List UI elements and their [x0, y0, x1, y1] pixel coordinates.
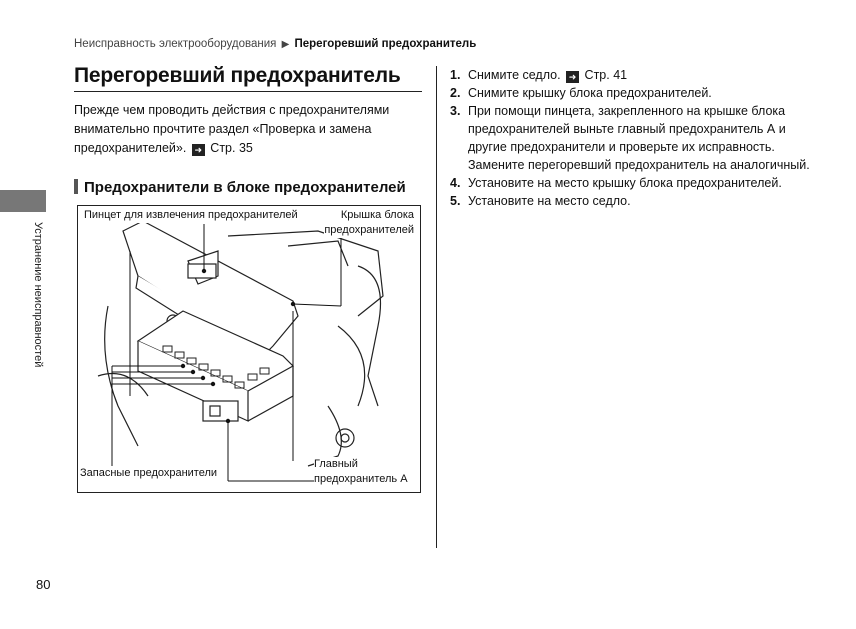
step-text: Снимите седло.	[468, 68, 561, 82]
breadcrumb-current: Перегоревший предохранитель	[294, 38, 477, 50]
fuse-box-illustration: Пинцет для извлечения предохранителей Кр…	[77, 205, 421, 493]
intro-page-ref[interactable]: Стр. 35	[210, 141, 253, 155]
label-cover-line1: Крышка блока	[340, 208, 414, 223]
page-reference-arrow-icon: ➜	[566, 71, 580, 83]
step-number: 4.	[450, 176, 461, 190]
label-tweezers: Пинцет для извлечения предохранителей	[84, 208, 298, 223]
chapter-side-label: Устранение неисправностей	[32, 222, 44, 368]
step-text: Установите на место седло.	[468, 194, 631, 208]
step-item: 5. Установите на место седло.	[450, 192, 810, 210]
step-item: 2. Снимите крышку блока предохранителей.	[450, 84, 810, 102]
section-heading: Предохранители в блоке предохранителей	[74, 179, 406, 196]
page-number: 80	[36, 577, 51, 592]
triangle-right-icon: ▶	[281, 39, 290, 50]
section-heading-text: Предохранители в блоке предохранителей	[84, 179, 406, 196]
step-number: 1.	[450, 68, 461, 82]
page-title: Перегоревший предохранитель	[74, 64, 422, 92]
step-text: Снимите крышку блока предохранителей.	[468, 86, 712, 100]
step-number: 3.	[450, 104, 461, 118]
intro-paragraph: Прежде чем проводить действия с предохра…	[74, 101, 424, 158]
intro-text: Прежде чем проводить действия с предохра…	[74, 103, 390, 155]
procedure-steps: 1. Снимите седло. ➜ Стр. 41 2. Снимите к…	[450, 66, 810, 210]
fuse-box-drawing	[97, 220, 384, 482]
chapter-side-tab	[0, 190, 46, 212]
label-main-fuse-line1: Главный	[314, 457, 358, 472]
step-page-ref[interactable]: Стр. 41	[584, 68, 628, 82]
heading-bar-marker	[74, 179, 78, 194]
label-main-fuse-line2: предохранитель А	[314, 472, 408, 487]
label-spare-fuses: Запасные предохранители	[80, 466, 218, 481]
step-item: 3. При помощи пинцета, закрепленного на …	[450, 102, 810, 174]
column-divider	[436, 66, 437, 548]
step-item: 1. Снимите седло. ➜ Стр. 41	[450, 66, 810, 84]
label-cover-line2: предохранителей	[324, 223, 414, 238]
breadcrumb: Неисправность электрооборудования ▶ Пере…	[74, 38, 476, 50]
page-reference-arrow-icon: ➜	[191, 144, 205, 156]
step-text: Установите на место крышку блока предохр…	[468, 176, 782, 190]
breadcrumb-parent[interactable]: Неисправность электрооборудования	[74, 38, 277, 50]
step-item: 4. Установите на место крышку блока пред…	[450, 174, 810, 192]
step-text: При помощи пинцета, закрепленного на кры…	[468, 104, 810, 172]
step-number: 5.	[450, 194, 461, 208]
step-number: 2.	[450, 86, 461, 100]
